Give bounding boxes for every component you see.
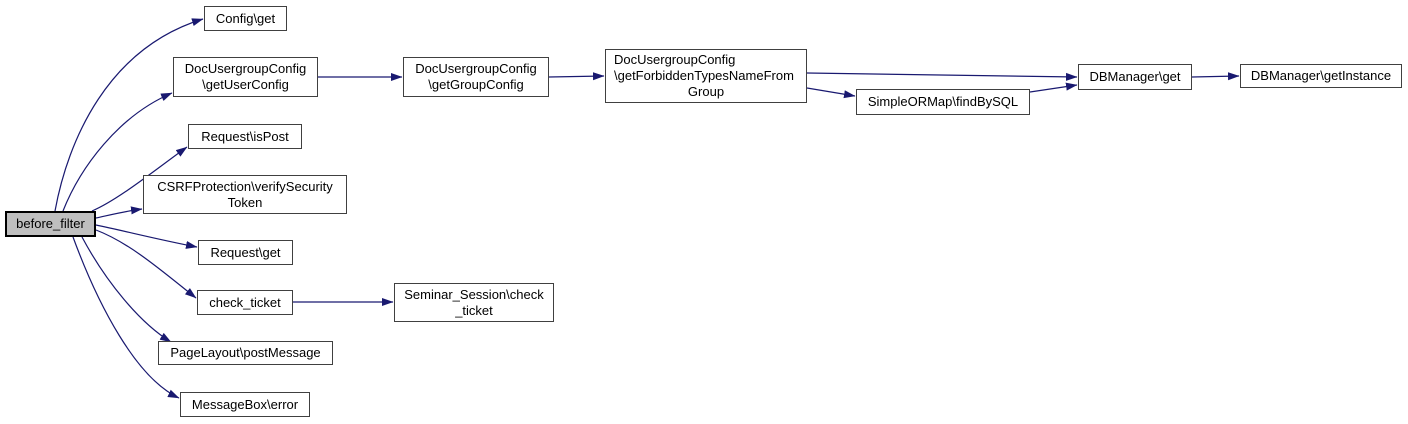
edge-before-filter-to-check-ticket: [95, 229, 197, 299]
edge-get-forbidden-types-to-db-manager-get: [806, 72, 1078, 81]
node-request-get[interactable]: Request\get: [198, 240, 293, 265]
node-db-manager-get-instance[interactable]: DBManager\getInstance: [1240, 64, 1402, 88]
node-label-line: Group: [687, 84, 725, 99]
node-message-box-error[interactable]: MessageBox\error: [180, 392, 310, 417]
node-csrf-protection-verify-security-token[interactable]: CSRFProtection\verifySecurity Token: [143, 175, 347, 214]
edge-before-filter-to-config-get: [54, 18, 204, 212]
node-simple-or-map-find-by-sql[interactable]: SimpleORMap\findBySQL: [856, 89, 1030, 115]
node-request-is-post[interactable]: Request\isPost: [188, 124, 302, 149]
edge-db-manager-get-to-get-instance: [1191, 72, 1240, 81]
node-seminar-session-check-ticket[interactable]: Seminar_Session\check _ticket: [394, 283, 554, 322]
edge-before-filter-to-page-layout-post-message: [81, 236, 172, 343]
edge-before-filter-to-csrf-verify-security-token: [95, 206, 143, 219]
node-label-line: DocUsergroupConfig: [614, 52, 736, 67]
edge-get-forbidden-types-to-find-by-sql: [806, 87, 856, 99]
node-config-get[interactable]: Config\get: [204, 6, 287, 31]
node-doc-usergroup-config-get-group-config[interactable]: DocUsergroupConfig \getGroupConfig: [403, 57, 549, 97]
edge-find-by-sql-to-db-manager-get: [1029, 82, 1078, 93]
node-check-ticket[interactable]: check_ticket: [197, 290, 293, 315]
node-doc-usergroup-config-get-user-config[interactable]: DocUsergroupConfig \getUserConfig: [173, 57, 318, 97]
edge-before-filter-to-get-user-config: [62, 92, 173, 212]
edge-get-group-config-to-get-forbidden-types: [548, 72, 605, 81]
node-page-layout-post-message[interactable]: PageLayout\postMessage: [158, 341, 333, 365]
edge-before-filter-to-request-get: [95, 224, 198, 249]
edge-before-filter-to-message-box-error: [72, 236, 180, 399]
node-doc-usergroup-config-get-forbidden-types-name-from-group[interactable]: DocUsergroupConfig \getForbiddenTypesNam…: [605, 49, 807, 103]
node-db-manager-get[interactable]: DBManager\get: [1078, 64, 1192, 90]
node-before-filter[interactable]: before_filter: [5, 211, 96, 237]
node-label-line: \getForbiddenTypesNameFrom: [614, 68, 794, 83]
edge-before-filter-to-request-is-post: [91, 146, 188, 212]
